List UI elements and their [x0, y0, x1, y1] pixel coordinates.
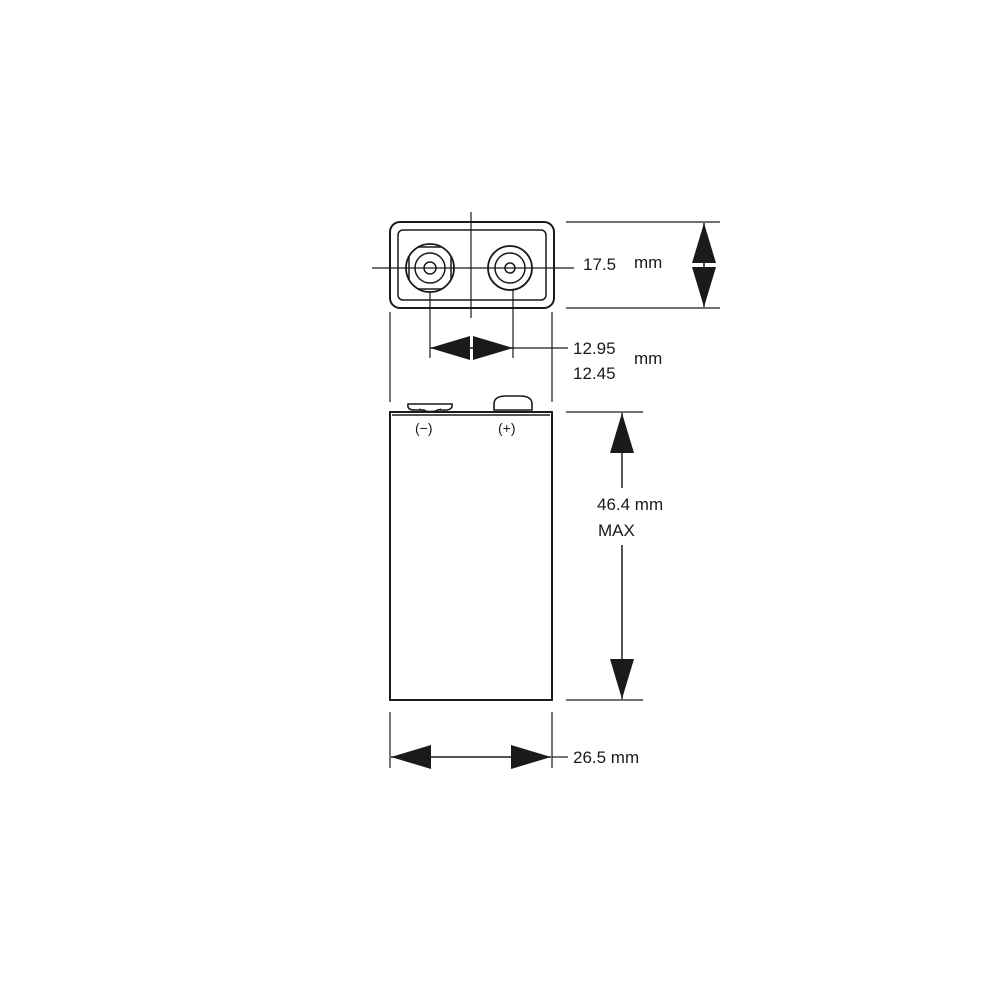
positive-terminal-label: (+)	[498, 420, 516, 436]
side-view: (−) (+) 46.4 mm MAX 26.5 mm	[389, 395, 663, 769]
side-height-value: 46.4 mm	[597, 495, 663, 514]
top-view: 17.5 mm 12.95 12.45 mm	[372, 212, 720, 383]
positive-terminal-side-icon	[493, 395, 533, 411]
top-view-height-unit: mm	[634, 253, 662, 272]
battery-body	[389, 411, 553, 701]
terminal-spacing-min: 12.45	[573, 364, 616, 383]
negative-terminal-side-icon	[407, 403, 453, 413]
side-width-value: 26.5 mm	[573, 748, 639, 767]
terminal-spacing-max: 12.95	[573, 339, 616, 358]
top-view-outer-outline	[389, 221, 555, 309]
side-height-note: MAX	[598, 521, 635, 540]
top-view-inner-outline	[397, 229, 547, 301]
positive-terminal-top-icon	[487, 245, 533, 291]
terminal-spacing-unit: mm	[634, 349, 662, 368]
top-view-height-value: 17.5	[583, 255, 616, 274]
negative-terminal-label: (−)	[415, 420, 433, 436]
